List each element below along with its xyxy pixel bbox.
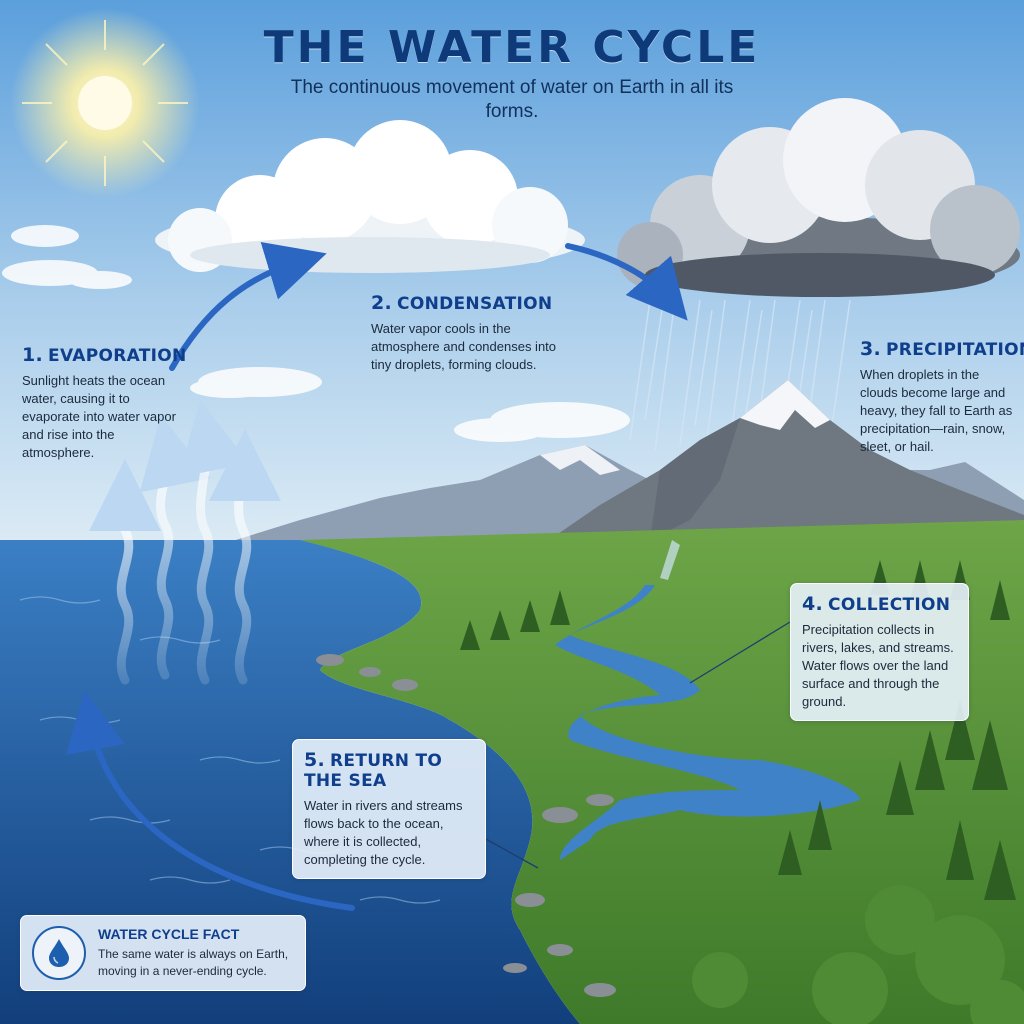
- step-description: Sunlight heats the ocean water, causing …: [22, 373, 176, 460]
- cycle-arrows: [65, 241, 688, 911]
- fact-content: WATER CYCLE FACT The same water is alway…: [98, 926, 294, 980]
- step-collection: 4.COLLECTION Precipitation collects in r…: [790, 583, 969, 721]
- step-heading: 4.COLLECTION: [802, 593, 957, 615]
- bush-cluster: [692, 885, 1024, 1024]
- step-description: Water vapor cools in the atmosphere and …: [371, 321, 557, 372]
- step-heading: 5.RETURN TO THE SEA: [304, 749, 474, 791]
- page-title: THE WATER CYCLE: [263, 22, 761, 73]
- step-number: 5.: [304, 749, 326, 771]
- step-title: PRECIPITATION: [886, 340, 1024, 360]
- step-return-to-sea: 5.RETURN TO THE SEA Water in rivers and …: [292, 739, 486, 879]
- step-description: Precipitation collects in rivers, lakes,…: [802, 622, 954, 709]
- step-number: 2.: [371, 292, 393, 314]
- evaporation-vapor-arrows: [88, 399, 281, 685]
- step-number: 4.: [802, 593, 824, 615]
- fact-text: The same water is always on Earth, movin…: [98, 947, 289, 978]
- distant-clouds: [2, 225, 630, 442]
- step-description: When droplets in the clouds become large…: [860, 367, 1013, 454]
- river: [555, 585, 860, 860]
- water-drop-icon: [32, 926, 86, 980]
- sun-icon: [10, 8, 200, 198]
- ocean: [0, 540, 580, 1024]
- step-title: CONDENSATION: [397, 294, 553, 314]
- step-description: Water in rivers and streams flows back t…: [304, 798, 463, 867]
- water-cycle-fact-box: WATER CYCLE FACT The same water is alway…: [20, 915, 306, 991]
- arrow-evaporation-to-condensation: [169, 241, 327, 371]
- return-leader-line: [483, 837, 539, 869]
- arrow-condensation-to-precipitation: [565, 243, 688, 321]
- arrow-return-to-evaporation: [65, 690, 355, 911]
- step-precipitation: 3.PRECIPITATION When droplets in the clo…: [860, 338, 1024, 456]
- waterfall: [660, 540, 680, 580]
- page-subtitle: The continuous movement of water on Eart…: [290, 77, 734, 122]
- step-heading: 1.EVAPORATION: [22, 344, 186, 366]
- fact-title: WATER CYCLE FACT: [98, 926, 240, 942]
- step-heading: 3.PRECIPITATION: [860, 338, 1024, 360]
- step-number: 3.: [860, 338, 882, 360]
- step-number: 1.: [22, 344, 44, 366]
- step-heading: 2.CONDENSATION: [371, 292, 561, 314]
- step-evaporation: 1.EVAPORATION Sunlight heats the ocean w…: [22, 344, 186, 462]
- shore-rocks: [316, 654, 616, 997]
- step-title: RETURN TO THE SEA: [304, 751, 443, 791]
- collection-leader-line: [689, 621, 791, 684]
- step-title: EVAPORATION: [48, 346, 187, 366]
- step-title: COLLECTION: [828, 595, 951, 615]
- step-condensation: 2.CONDENSATION Water vapor cools in the …: [371, 292, 561, 374]
